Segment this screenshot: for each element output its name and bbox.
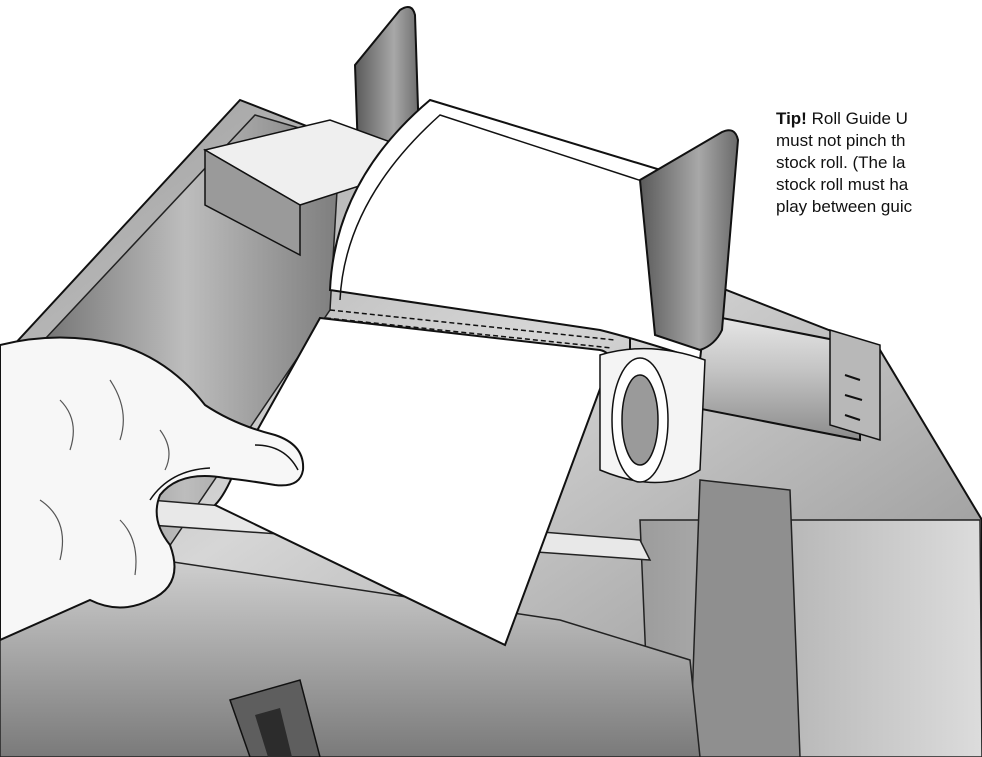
tip-callout: Tip! Roll Guide U must not pinch th stoc… xyxy=(776,108,982,218)
label-roll-icon xyxy=(213,98,720,647)
tip-line-4: stock roll must ha xyxy=(776,175,909,194)
hand-illustration-icon xyxy=(0,336,305,642)
tip-line-2: must not pinch th xyxy=(776,131,906,150)
tip-line-3: stock roll. (The la xyxy=(776,153,906,172)
tip-line-5: play between guic xyxy=(776,197,913,216)
roll-guide-icon xyxy=(638,129,740,352)
tip-line-1-text: Roll Guide U xyxy=(806,109,908,128)
tip-line-1: Tip! Roll Guide U xyxy=(776,108,982,130)
roll-guide-left xyxy=(202,5,443,257)
tip-label: Tip! xyxy=(776,109,807,128)
